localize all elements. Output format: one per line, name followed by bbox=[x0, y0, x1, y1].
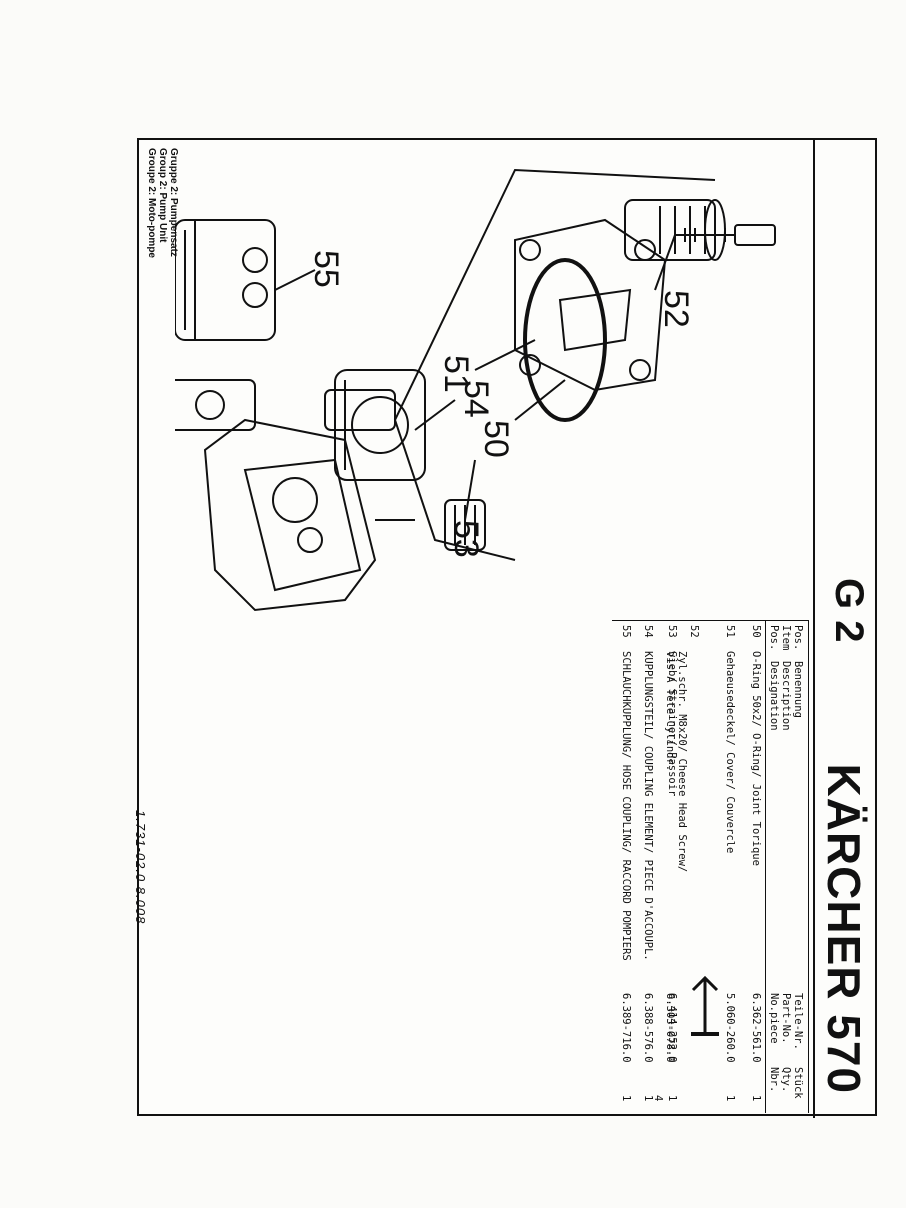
group-label: Gruppe 2: Pumpensatz Group 2: Pump Unit … bbox=[146, 148, 179, 258]
strainer-drawing bbox=[444, 499, 486, 551]
callout-50: 50 bbox=[477, 420, 515, 458]
row-part-no: 5.060-260.0 bbox=[724, 993, 736, 1063]
screw-drawing bbox=[675, 224, 776, 246]
row-qty: 1 bbox=[666, 1095, 678, 1102]
callout-54: 54 bbox=[457, 380, 495, 418]
row-qty: 1 bbox=[724, 1095, 736, 1102]
row-part-no: 6.388-576.0 bbox=[642, 993, 654, 1063]
callout-52: 52 bbox=[657, 290, 695, 328]
brand-title: KÄRCHER 570 bbox=[818, 763, 870, 1094]
callout-53: 53 bbox=[447, 520, 485, 558]
header-part-no: Teile-Nr. Part-No. No.piece bbox=[768, 993, 804, 1050]
header-qty: Stück Qty. Nbr. bbox=[768, 1067, 804, 1099]
parts-sheet: G 2 KÄRCHER 570 Pos. Item Pos. Benennung… bbox=[135, 138, 877, 1118]
row-qty: 1 bbox=[642, 1095, 654, 1102]
hose-coupling-drawing bbox=[175, 219, 276, 341]
row-qty: 1 bbox=[750, 1095, 762, 1102]
title-bar: G 2 KÄRCHER 570 bbox=[813, 140, 875, 1118]
bracket-outline bbox=[393, 168, 716, 561]
callout-51: 51 bbox=[437, 355, 475, 393]
coupling-element-drawing bbox=[334, 369, 426, 481]
group-line-fr: Groupe 2: Moto-pompe bbox=[146, 148, 157, 258]
group-code: G 2 bbox=[827, 578, 871, 643]
o-ring-drawing bbox=[523, 258, 607, 422]
callout-55: 55 bbox=[307, 250, 345, 288]
arrow-left-icon bbox=[681, 972, 725, 1042]
margin-handwritten-note: 1.731-02.0 8.008 bbox=[133, 810, 148, 925]
group-line-de: Gruppe 2: Pumpensatz bbox=[168, 148, 179, 257]
pump-housing-drawing bbox=[175, 379, 415, 612]
group-line-en: Group 2: Pump Unit bbox=[157, 148, 168, 243]
row-part-no: 6.414-252.0 bbox=[666, 993, 678, 1063]
row-part-no: 6.362-561.0 bbox=[750, 993, 762, 1063]
sheet-content: G 2 KÄRCHER 570 Pos. Item Pos. Benennung… bbox=[135, 140, 875, 1118]
row-part-no: 6.389-716.0 bbox=[620, 993, 632, 1063]
exploded-view-drawing: 50 51 52 53 54 55 bbox=[175, 168, 776, 612]
row-qty: 1 bbox=[620, 1095, 632, 1102]
